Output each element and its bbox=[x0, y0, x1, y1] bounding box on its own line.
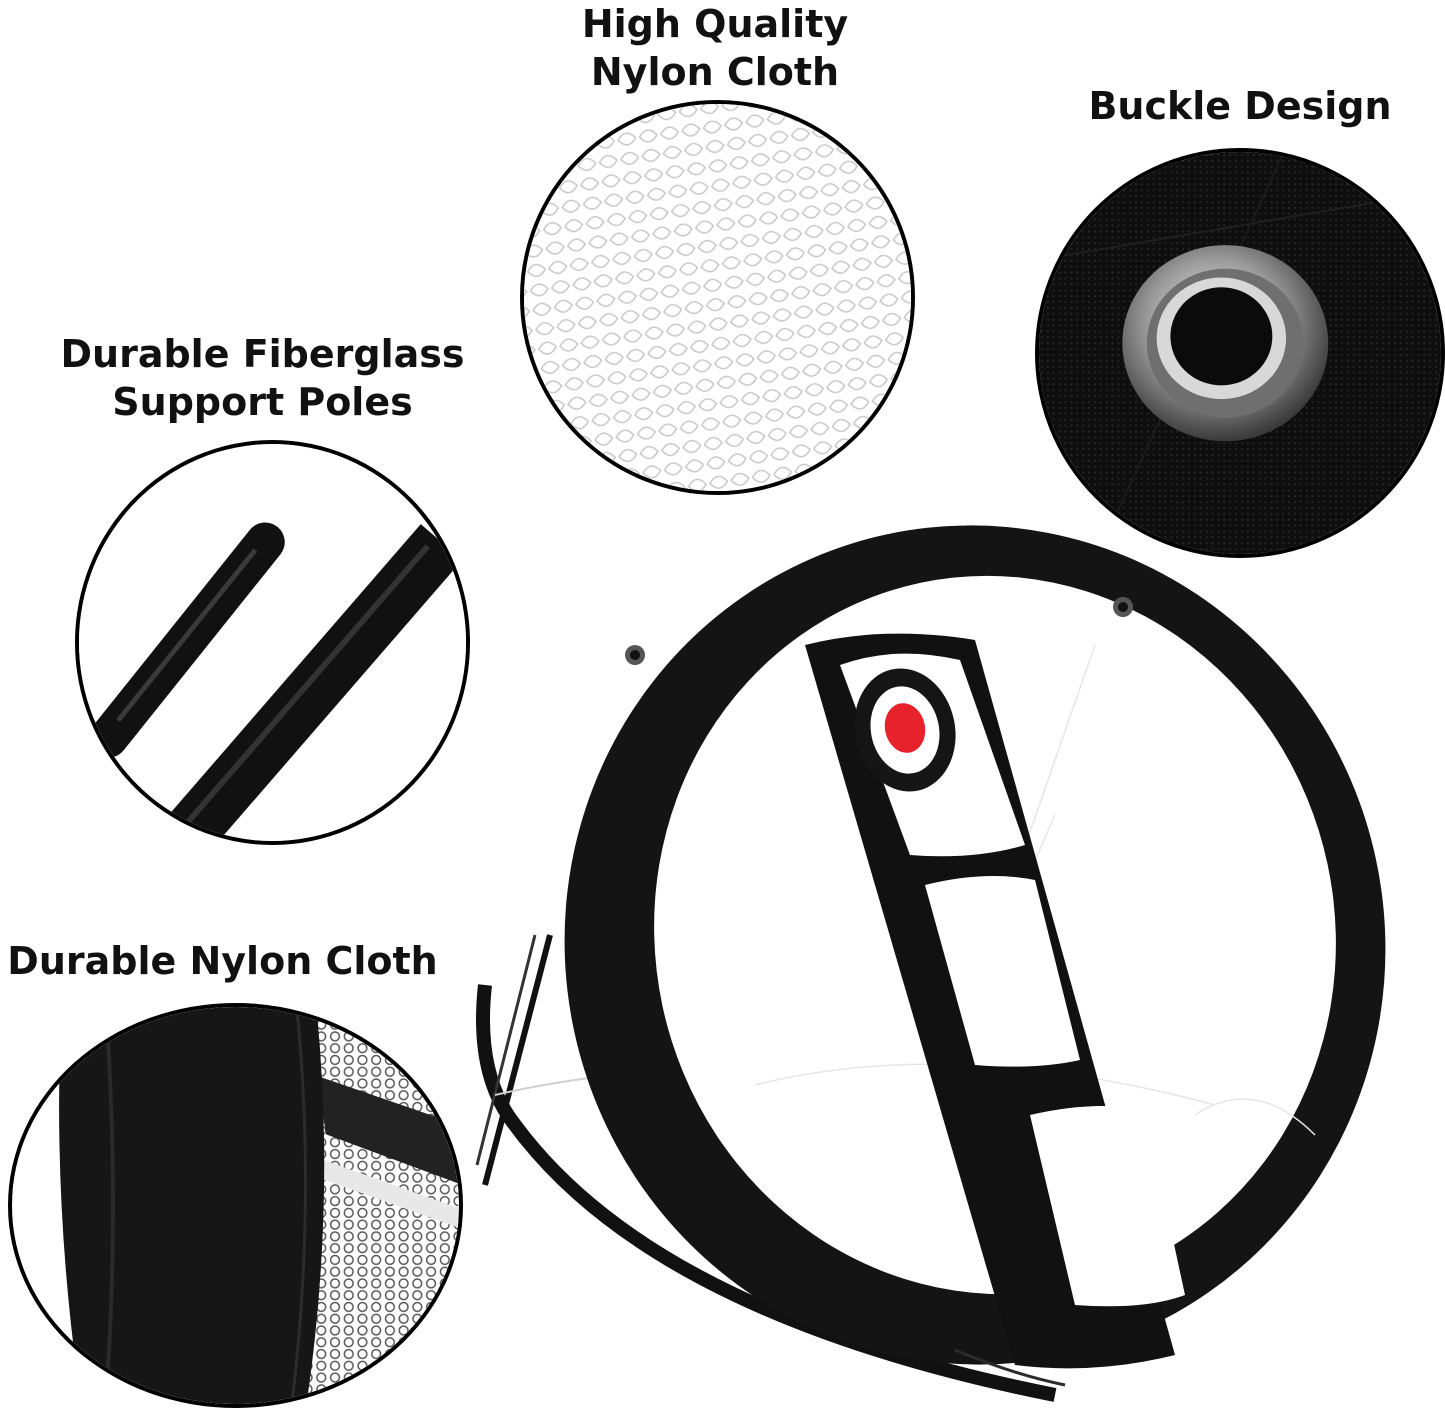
fabric-closeup-icon bbox=[12, 1007, 459, 1404]
label-buckle-design-text: Buckle Design bbox=[1088, 84, 1392, 128]
label-fiberglass-line2: Support Poles bbox=[112, 380, 413, 424]
mesh-closeup-icon bbox=[524, 104, 911, 491]
label-fiberglass-line1: Durable Fiberglass bbox=[60, 332, 465, 376]
pole-closeup-circle bbox=[75, 440, 470, 845]
fabric-closeup-circle bbox=[8, 1003, 463, 1408]
label-high-quality-nylon-line2: Nylon Cloth bbox=[590, 50, 840, 94]
label-high-quality-nylon: High Quality Nylon Cloth bbox=[540, 0, 890, 96]
label-fiberglass-poles: Durable Fiberglass Support Poles bbox=[40, 330, 485, 426]
mesh-closeup-circle bbox=[520, 100, 915, 495]
pole-closeup-icon bbox=[79, 444, 466, 841]
grommet-closeup-icon bbox=[1039, 152, 1441, 554]
chipping-net-icon bbox=[475, 525, 1386, 1402]
label-durable-nylon-text: Durable Nylon Cloth bbox=[7, 939, 438, 983]
label-durable-nylon: Durable Nylon Cloth bbox=[0, 937, 445, 985]
label-buckle-design: Buckle Design bbox=[1075, 82, 1405, 130]
label-high-quality-nylon-line1: High Quality bbox=[581, 2, 849, 46]
chipping-net-product bbox=[455, 515, 1445, 1408]
grommet-closeup-circle bbox=[1035, 148, 1445, 558]
